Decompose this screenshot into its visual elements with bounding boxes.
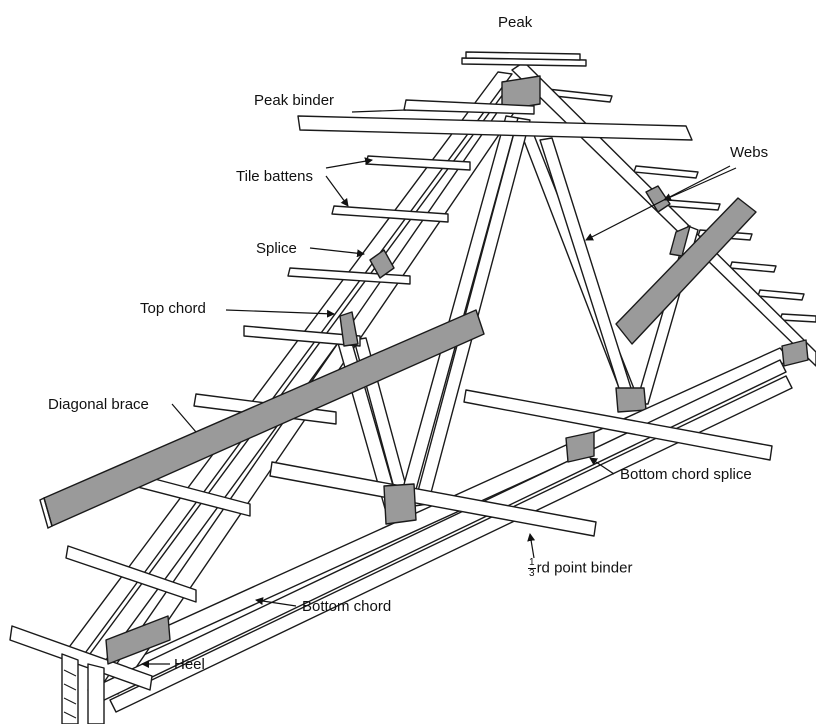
label-tile-battens: Tile battens — [236, 168, 313, 185]
label-bottom-chord-splice: Bottom chord splice — [620, 466, 752, 483]
label-peak: Peak — [498, 14, 533, 31]
third-point-binders — [269, 389, 773, 537]
label-diagonal-brace: Diagonal brace — [48, 396, 149, 413]
label-bottom-chord: Bottom chord — [302, 598, 392, 615]
label-top-chord: Top chord — [140, 300, 206, 317]
right-webs — [515, 119, 757, 413]
label-splice: Splice — [256, 240, 297, 257]
diagonal-brace-member — [39, 309, 485, 530]
front-tile-battens — [9, 155, 471, 691]
rear-tile-battens — [535, 87, 816, 323]
bottom-chord-splice-plate — [565, 431, 595, 463]
label-heel: Heel — [174, 656, 205, 673]
top-chord-splices — [339, 249, 395, 347]
peak-binder-member — [297, 99, 693, 141]
third-point-binder-text: rd point binder — [536, 559, 633, 577]
label-peak-binder: Peak binder — [254, 92, 335, 109]
label-webs: Webs — [730, 144, 769, 161]
leader-lines — [141, 109, 737, 668]
heel-assembly — [61, 615, 171, 724]
peak-assembly — [461, 51, 587, 111]
